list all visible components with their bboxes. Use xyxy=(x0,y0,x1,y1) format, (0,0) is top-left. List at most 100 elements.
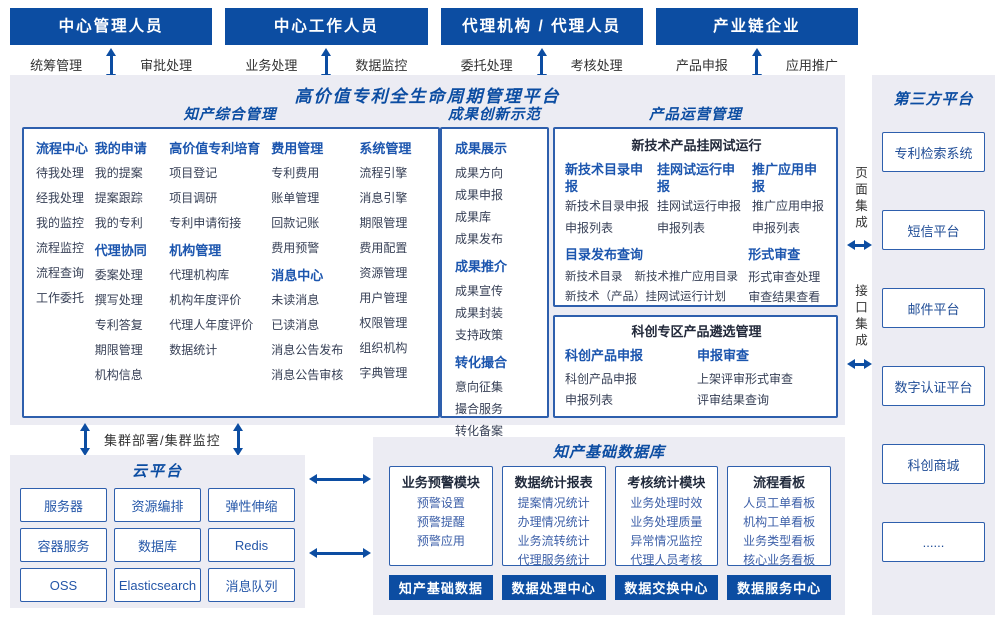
database-module-box: 考核统计模块 业务处理时效业务处理质量异常情况监控代理人员考核 xyxy=(614,466,719,567)
menu-item: 字典管理 xyxy=(359,366,408,380)
section-ip-box: 流程中心 待我处理经我处理我的监控流程监控流程查询工作委托 我的申请 我的提案提… xyxy=(22,127,440,418)
menu-item: 申报列表 xyxy=(565,393,614,407)
section-achievements-box: 成果展示 成果方向成果申报成果库成果发布 成果推介 成果宣传成果封装支持政策 转… xyxy=(440,127,549,438)
menu-item: 用户管理 xyxy=(359,291,408,305)
catalog-query-group: 目录发布查询 新技术目录新技术推广应用目录新技术（产品）挂网试运行计划 xyxy=(565,243,748,307)
third-party-box: 科创商城 xyxy=(882,444,985,484)
ip-column-4: 费用管理 专利费用账单管理回款记账费用预警 消息中心 未读消息已读消息消息公告发… xyxy=(271,137,359,410)
database-column: 流程看板 人员工单看板机构工单看板业务类型看板核心业务看板 数据服务中心 xyxy=(727,466,831,600)
database-center-bar: 知产基础数据 xyxy=(389,575,493,600)
selection-box: 科创专区产品遴选管理 科创产品申报 科创产品申报申报列表 申报审查 上架评审形式… xyxy=(553,315,838,418)
page-integration-label: 页面集成 xyxy=(853,166,867,232)
group-items: 委案处理撰写处理专利答复期限管理机构信息 xyxy=(95,263,169,388)
menu-item: 委案处理 xyxy=(94,268,143,282)
menu-item: 上架评审形式审查 xyxy=(697,372,794,386)
group-items: 推广应用申报申报列表 xyxy=(752,195,828,239)
database-columns: 业务预警模块 预警设置预警提醒预警应用 知产基础数据 数据统计报表 提案情况统计… xyxy=(389,466,831,600)
menu-item: 流程引擎 xyxy=(359,166,408,180)
platform-title: 高价值专利全生命周期管理平台 xyxy=(294,87,561,106)
menu-item: 待我处理 xyxy=(36,166,85,180)
menu-item: 成果发布 xyxy=(455,232,504,246)
group-items: 形式审查处理审查结果查看 xyxy=(748,267,828,307)
group-heading: 我的申请 xyxy=(94,141,147,156)
selection-columns: 科创产品申报 科创产品申报申报列表 申报审查 上架评审形式审查评审结果查询 xyxy=(565,343,828,411)
menu-group: 我的申请 我的提案提案跟踪我的专利 xyxy=(95,137,169,236)
menu-item: 项目登记 xyxy=(169,166,218,180)
ip-column-3: 高价值专利培育 项目登记项目调研专利申请衔接 机构管理 代理机构库机构年度评价代… xyxy=(169,137,271,410)
menu-item: 撰写处理 xyxy=(94,293,143,307)
database-center-bar: 数据交换中心 xyxy=(614,575,719,600)
menu-item: 预警应用 xyxy=(416,534,465,548)
third-party-list: 专利检索系统短信平台邮件平台数字认证平台科创商城...... xyxy=(872,132,995,562)
menu-item: 流程查询 xyxy=(36,266,85,280)
group-items: 科创产品申报申报列表 xyxy=(565,369,683,411)
module-heading: 数据统计报表 xyxy=(514,475,593,490)
module-items: 人员工单看板机构工单看板业务类型看板核心业务看板 xyxy=(728,494,830,570)
menu-item: 申报列表 xyxy=(751,221,800,235)
menu-group: 费用管理 专利费用账单管理回款记账费用预警 xyxy=(271,137,359,261)
role-functions: 统筹管理 审批处理 xyxy=(10,55,212,74)
menu-item: 审查结果查看 xyxy=(748,290,821,304)
module-items: 预警设置预警提醒预警应用 xyxy=(390,494,492,551)
menu-item: 提案跟踪 xyxy=(94,191,143,205)
role-title-bar: 中心管理人员 xyxy=(10,8,213,45)
database-column: 业务预警模块 预警设置预警提醒预警应用 知产基础数据 xyxy=(389,466,493,600)
menu-item: 经我处理 xyxy=(36,191,85,205)
third-party-box: 邮件平台 xyxy=(882,288,985,328)
menu-item: 我的提案 xyxy=(94,166,143,180)
menu-item: 未读消息 xyxy=(271,293,320,307)
database-module-box: 数据统计报表 提案情况统计办理情况统计业务流转统计代理服务统计 xyxy=(501,466,606,567)
menu-item: 专利答复 xyxy=(94,318,143,332)
group-heading: 推广应用申报 xyxy=(751,162,817,194)
top-roles-row: 中心管理人员 统筹管理 审批处理 中心工作人员 业务处理 数据监控 代理机构 /… xyxy=(10,8,858,82)
menu-item: 消息公告发布 xyxy=(271,343,344,357)
menu-item: 专利申请衔接 xyxy=(169,216,242,230)
role-title-bar: 代理机构 / 代理人员 xyxy=(440,8,643,45)
menu-item: 消息引擎 xyxy=(359,191,408,205)
role-functions: 业务处理 数据监控 xyxy=(225,55,427,74)
role-function-right: 审批处理 xyxy=(140,58,193,73)
menu-group: 流程中心 待我处理经我处理我的监控流程监控流程查询工作委托 xyxy=(36,137,95,311)
menu-item: 费用预警 xyxy=(271,241,320,255)
menu-item: 成果方向 xyxy=(455,166,504,180)
menu-item: 我的监控 xyxy=(36,216,85,230)
group-items: 上架评审形式审查评审结果查询 xyxy=(697,369,827,411)
cloud-service-box: 消息队列 xyxy=(208,568,295,602)
role-block: 中心工作人员 业务处理 数据监控 xyxy=(225,8,428,82)
group-items: 代理机构库机构年度评价代理人年度评价数据统计 xyxy=(169,263,271,363)
menu-item: 代理服务统计 xyxy=(517,553,590,567)
group-items: 专利费用账单管理回款记账费用预警 xyxy=(271,161,359,261)
role-function-right: 应用推广 xyxy=(785,58,838,73)
menu-item: 成果申报 xyxy=(455,188,504,202)
menu-group: 高价值专利培育 项目登记项目调研专利申请衔接 xyxy=(169,137,271,236)
role-function-left: 委托处理 xyxy=(460,58,513,73)
group-heading: 科创产品申报 xyxy=(565,348,644,363)
menu-group: 机构管理 代理机构库机构年度评价代理人年度评价数据统计 xyxy=(169,239,271,363)
cloud-service-box: 服务器 xyxy=(20,488,107,522)
section-ip-management: 知产综合管理 流程中心 待我处理经我处理我的监控流程监控流程查询工作委托 我的申… xyxy=(18,103,442,418)
role-functions: 产品申报 应用推广 xyxy=(656,55,858,74)
database-title: 知产基础数据库 xyxy=(552,444,665,461)
cloud-service-box: 数据库 xyxy=(114,528,201,562)
group-heading: 消息中心 xyxy=(271,268,324,283)
group-items: 待我处理经我处理我的监控流程监控流程查询工作委托 xyxy=(36,161,95,311)
menu-item: 核心业务看板 xyxy=(743,553,816,567)
menu-item: 提案情况统计 xyxy=(517,496,590,510)
ip-column-1: 流程中心 待我处理经我处理我的监控流程监控流程查询工作委托 xyxy=(36,137,95,410)
menu-item: 机构工单看板 xyxy=(743,515,816,529)
menu-item: 科创产品申报 xyxy=(565,372,638,386)
api-integration-label: 接口集成 xyxy=(853,284,867,350)
menu-item: 业务处理时效 xyxy=(630,496,703,510)
role-function-right: 数据监控 xyxy=(355,58,408,73)
role-block: 中心管理人员 统筹管理 审批处理 xyxy=(10,8,213,82)
section-achievements-title: 成果创新示范 xyxy=(448,107,541,123)
cloud-service-box: OSS xyxy=(20,568,107,602)
database-center-bar: 数据服务中心 xyxy=(727,575,831,600)
trial-column: 推广应用申报 推广应用申报申报列表 xyxy=(752,157,828,239)
menu-item: 成果库 xyxy=(455,210,492,224)
formal-review-group: 形式审查 形式审查处理审查结果查看 xyxy=(748,243,828,307)
group-heading: 成果展示 xyxy=(455,141,508,156)
ip-column-2: 我的申请 我的提案提案跟踪我的专利 代理协同 委案处理撰写处理专利答复期限管理机… xyxy=(95,137,169,410)
cloud-service-box: 容器服务 xyxy=(20,528,107,562)
